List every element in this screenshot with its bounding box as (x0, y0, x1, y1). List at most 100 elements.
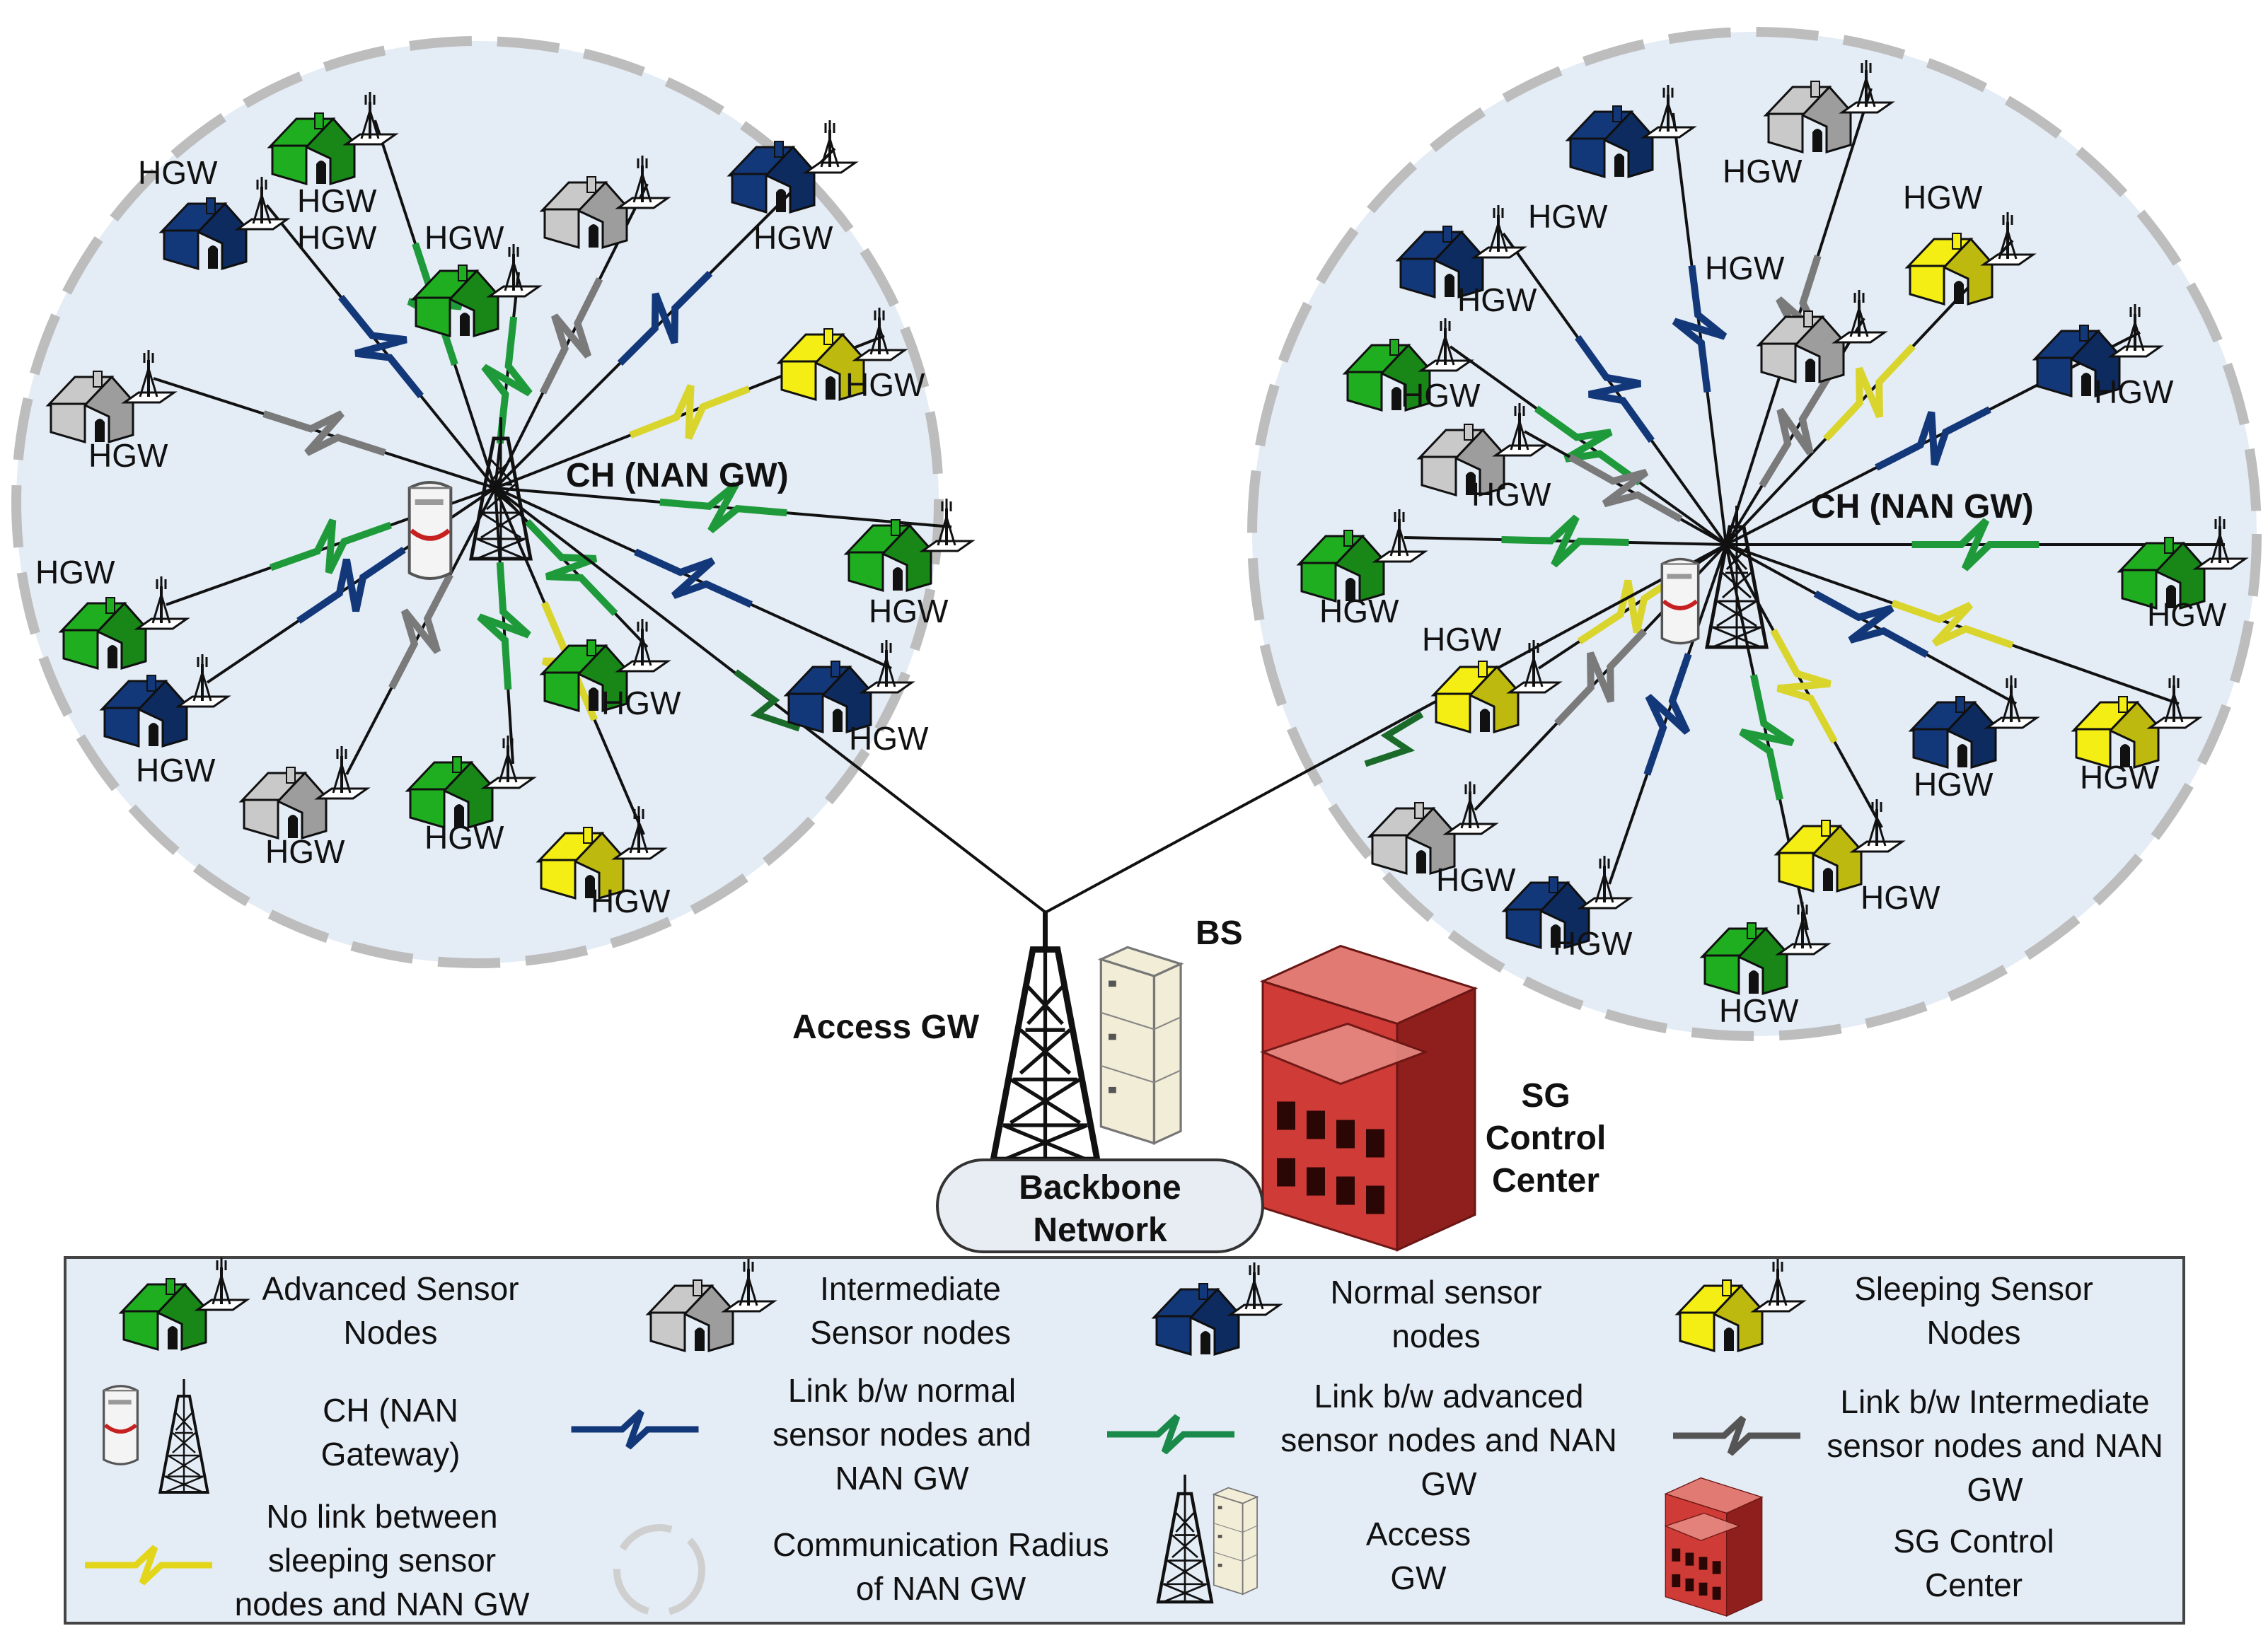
legend-advanced-label: Advanced Sensor (262, 1270, 519, 1307)
svg-text:sensor nodes and NAN: sensor nodes and NAN (1827, 1427, 2163, 1464)
hgw-label: HGW (35, 554, 115, 591)
legend-ch-label: CH (NAN (323, 1392, 458, 1429)
legend-link-advanced-label: Link b/w advanced (1314, 1378, 1583, 1415)
svg-text:sensor nodes and: sensor nodes and (773, 1416, 1031, 1453)
sensor-link-zigzag (1575, 335, 1655, 443)
hgw-label: HGW (1861, 879, 1940, 916)
legend-radius-label: Communication Radius (773, 1526, 1109, 1563)
legend-normal-label: Normal sensor (1330, 1274, 1541, 1311)
svg-text:NAN GW: NAN GW (835, 1460, 969, 1497)
sensor-link-zigzag (1759, 375, 1832, 488)
hgw-label: HGW (297, 182, 377, 219)
hgw-label: HGW (1457, 281, 1537, 318)
legend-control-label: SG Control (1893, 1523, 2054, 1559)
hgw-label: HGW (1903, 179, 1983, 216)
svg-text:nodes and NAN GW: nodes and NAN GW (235, 1586, 530, 1622)
sensor-link-zigzag (1813, 590, 1929, 658)
sensor-link-zigzag (477, 562, 531, 690)
hgw-label: HGW (138, 154, 218, 191)
access-gw-tower-icon (993, 912, 1097, 1160)
hgw-label: HGW (1319, 593, 1399, 629)
legend-radius-icon (613, 1524, 705, 1616)
hgw-label: HGW (136, 752, 216, 789)
hgw-label: HGW (2094, 373, 2174, 410)
svg-text:GW: GW (1390, 1559, 1447, 1596)
legend-access-server-icon (1213, 1487, 1258, 1595)
hgw-label: HGW (849, 720, 929, 757)
hgw-label: HGW (591, 883, 671, 919)
sensor-link-zigzag (262, 410, 386, 456)
hgw-label: HGW (1401, 377, 1481, 414)
legend-access-label: Access (1366, 1516, 1471, 1552)
legend-control-building-icon (1665, 1477, 1763, 1617)
access-gw-label: Access GW (792, 1009, 980, 1046)
sensor-link-zigzag (1875, 406, 1991, 471)
bs-label: BS (1196, 914, 1243, 952)
svg-text:SG: SG (1521, 1077, 1570, 1115)
control-center-label: SG Control Center (1486, 1077, 1607, 1200)
sensor-link-zigzag (296, 546, 406, 625)
control-center-building-icon (1261, 944, 1476, 1252)
sensor-link-zigzag (1554, 628, 1648, 726)
svg-text:Nodes: Nodes (1927, 1314, 2021, 1351)
svg-text:Network: Network (1033, 1212, 1167, 1249)
hgw-label: HGW (424, 219, 504, 256)
svg-text:Sensor nodes: Sensor nodes (810, 1314, 1011, 1351)
hgw-label: HGW (2080, 759, 2160, 796)
svg-text:nodes: nodes (1392, 1318, 1480, 1354)
sensor-link-zigzag (1643, 653, 1692, 776)
sensor-link-zigzag (1534, 405, 1643, 486)
legend-box (64, 1256, 2185, 1625)
sensor-link-zigzag (1577, 568, 1688, 645)
sensor-link-zigzag (1911, 518, 2040, 571)
legend-link-intermediate-label: Link b/w Intermediate (1840, 1383, 2149, 1420)
hgw-label: HGW (601, 685, 681, 721)
hgw-label: HGW (1705, 250, 1785, 286)
sensor-link-zigzag (388, 573, 453, 690)
legend: Advanced Sensor Nodes Intermediate Senso… (64, 1256, 2185, 1625)
backbone-link-zigzags (734, 669, 1424, 767)
legend-no-link-label: No link between (266, 1498, 497, 1535)
legend-sleeping-label: Sleeping Sensor (1854, 1270, 2093, 1307)
hgw-label: HGW (869, 593, 949, 629)
legend-intermediate-label: Intermediate (820, 1270, 1001, 1307)
sensor-link-zigzag (659, 482, 787, 533)
svg-text:Center: Center (1492, 1162, 1599, 1200)
hgw-label: HGW (1436, 861, 1516, 898)
sensor-link-zigzag (634, 548, 753, 608)
sensor-link-zigzag (270, 518, 392, 574)
backbone-label: Backbone Network (1019, 1169, 1181, 1249)
svg-text:GW: GW (1421, 1465, 1477, 1502)
sensor-link-zigzag (1568, 453, 1683, 523)
svg-text:Nodes: Nodes (344, 1314, 438, 1351)
hgw-label: HGW (1723, 153, 1803, 190)
backbone-network (936, 1158, 1264, 1253)
sensor-link-zigzag (338, 294, 424, 399)
svg-text:of NAN GW: of NAN GW (856, 1570, 1026, 1607)
hgw-label: HGW (2147, 596, 2227, 633)
ch-server-icon (410, 482, 451, 579)
sensor-link-zigzag (481, 316, 533, 444)
hgw-label: HGW (1719, 992, 1799, 1029)
hgw-label: HGW (424, 819, 504, 856)
svg-text:Gateway): Gateway) (321, 1436, 461, 1473)
sensor-link-zigzag (539, 277, 603, 395)
svg-text:GW: GW (1967, 1471, 2023, 1508)
ch-server-icon (1662, 559, 1698, 644)
sensor-link-zigzag (524, 518, 618, 617)
sensor-link-zigzag (1739, 674, 1795, 801)
hgw-label: HGW (753, 219, 833, 256)
sensor-link-zigzag (1823, 344, 1916, 441)
hgw-label: HGW (1422, 621, 1502, 658)
communication-radius-right (1247, 27, 2262, 1041)
svg-text:sleeping sensor: sleeping sensor (268, 1542, 496, 1579)
sensor-houses: HGW HGW HGW HGW HGW HGW HGW HGW HGW HGW HGW HGW HGW H… (35, 60, 2245, 1029)
svg-text:Center: Center (1925, 1567, 2023, 1603)
ch-label-right: CH (NAN GW) (1811, 488, 2034, 525)
hgw-label: HGW (1471, 476, 1551, 513)
hgw-label: HGW (845, 366, 925, 403)
svg-text:Control: Control (1486, 1120, 1607, 1157)
svg-text:sensor nodes and NAN: sensor nodes and NAN (1280, 1422, 1617, 1458)
sensor-link-zigzag (1770, 628, 1838, 744)
